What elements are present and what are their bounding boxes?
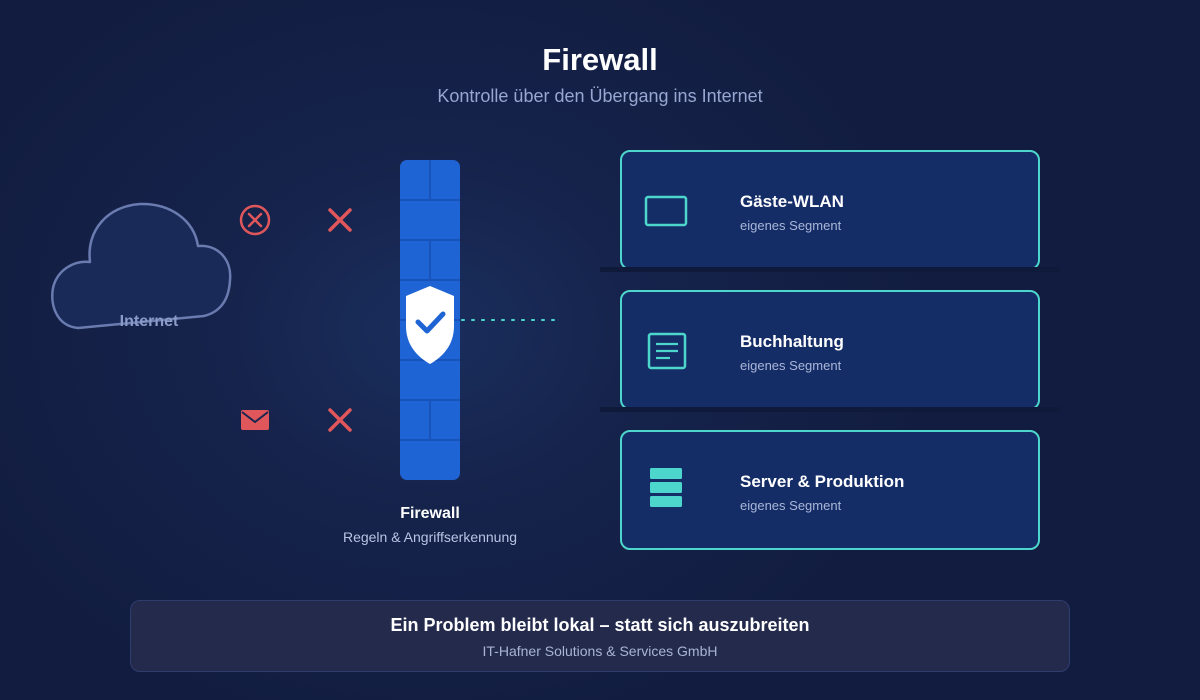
segment-card-buchhaltung: Buchhaltung eigenes Segment (620, 290, 1040, 410)
segment-name: Buchhaltung (740, 332, 844, 351)
segment-divider (600, 267, 1060, 272)
blocked-x-icon (326, 406, 354, 434)
footer-banner: Ein Problem bleibt lokal – statt sich au… (130, 600, 1070, 672)
segment-name: Gäste-WLAN (740, 192, 844, 211)
shield-check-icon (406, 286, 454, 364)
internet-label: Internet (119, 313, 179, 330)
mail-icon (240, 408, 270, 432)
page-subtitle: Kontrolle über den Übergang ins Internet (437, 86, 763, 106)
firewall-label: Firewall (400, 505, 460, 522)
firewall-description: Regeln & Angriffserkennung (342, 529, 518, 545)
monitor-icon (644, 195, 688, 227)
blocked-x-icon (326, 206, 354, 234)
segment-description: eigenes Segment (740, 358, 842, 373)
segment-card-server-produktion: Server & Produktion eigenes Segment (620, 430, 1040, 550)
segment-description: eigenes Segment (740, 498, 842, 513)
segment-description: eigenes Segment (740, 218, 842, 233)
segment-divider (600, 407, 1060, 412)
connection-dots (461, 319, 555, 321)
blocked-circle-icon (238, 203, 272, 237)
cloud-icon (51, 202, 232, 330)
footer-company: IT-Hafner Solutions & Services GmbH (482, 643, 718, 659)
page-title: Firewall (542, 42, 658, 77)
document-icon (647, 332, 687, 370)
segment-name: Server & Produktion (740, 472, 905, 491)
server-icon (650, 468, 682, 507)
footer-title: Ein Problem bleibt lokal – statt sich au… (390, 615, 810, 635)
segment-card-guest-wlan: Gäste-WLAN eigenes Segment (620, 150, 1040, 270)
